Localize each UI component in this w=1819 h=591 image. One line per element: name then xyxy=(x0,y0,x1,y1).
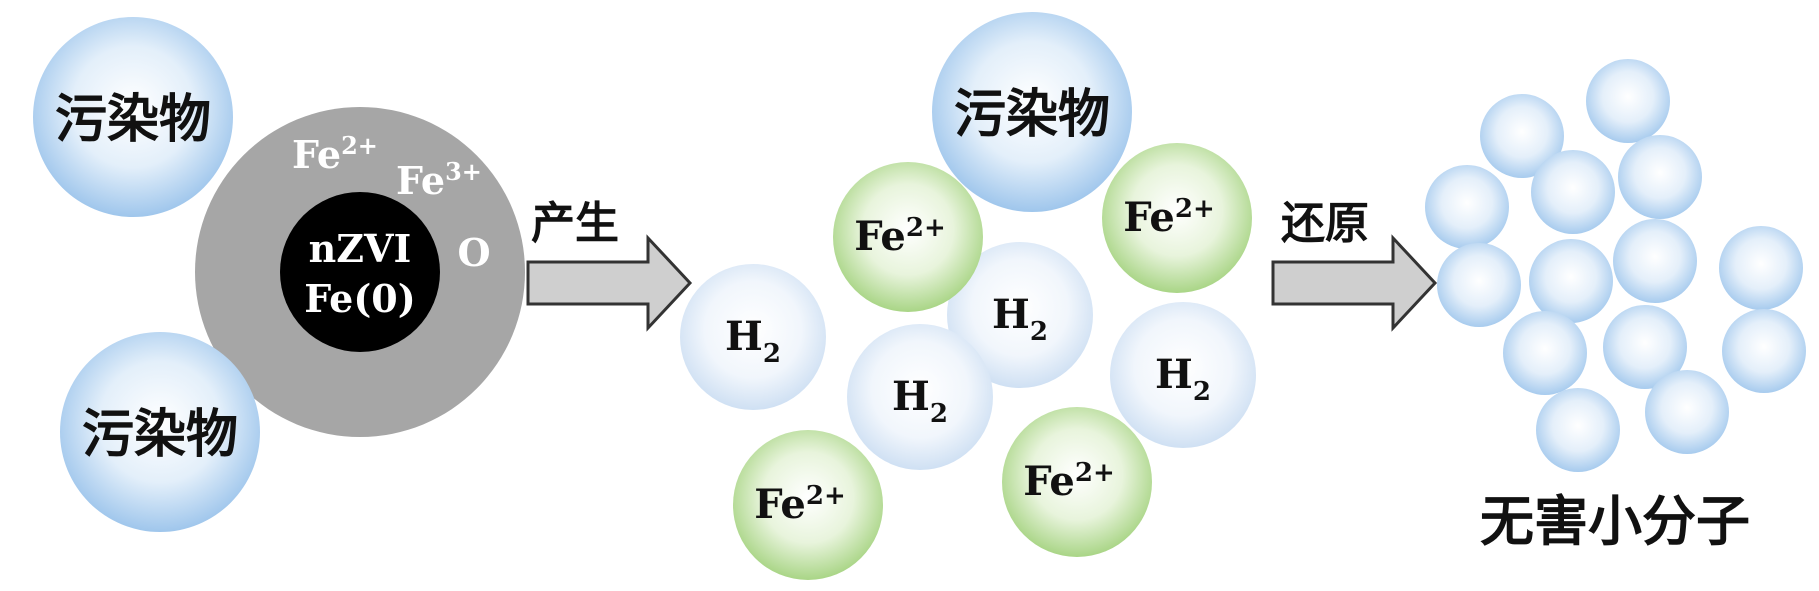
shell-o-label: O xyxy=(457,230,490,275)
fe2-ion: Fe2+ xyxy=(733,430,883,580)
arrow-shape xyxy=(1271,234,1438,332)
pollutant-label: 污染物 xyxy=(82,405,238,465)
svg-text:Fe2+: Fe2+ xyxy=(854,213,946,260)
fe2-ion: Fe2+ xyxy=(833,162,983,312)
middle-cluster: H2 H2 H2 H2 污染物 Fe2+ Fe2+ Fe2+ xyxy=(680,12,1256,580)
arrow-reduce: 还原 xyxy=(1271,198,1438,332)
arrow-label-reduce: 还原 xyxy=(1281,198,1369,249)
svg-text:Fe2+: Fe2+ xyxy=(1023,458,1115,505)
small-molecule xyxy=(1536,388,1620,472)
h2-molecule: H2 xyxy=(1110,302,1256,448)
pollutant-label: 污染物 xyxy=(954,85,1110,145)
small-molecule xyxy=(1503,311,1587,395)
small-molecule xyxy=(1437,243,1521,327)
arrow-shape xyxy=(526,234,693,332)
svg-text:H2: H2 xyxy=(1155,351,1211,407)
iron-core xyxy=(280,192,440,352)
small-molecule xyxy=(1722,309,1806,393)
fe2-ion: Fe2+ xyxy=(1102,143,1252,293)
core-label-fe0: Fe(0) xyxy=(304,276,415,321)
arrow-produce: 产生 xyxy=(526,198,693,332)
pollutant-label: 污染物 xyxy=(55,90,211,150)
nzvi-particle: nZVI Fe(0) Fe2+ Fe3+ O xyxy=(195,107,525,437)
small-molecule xyxy=(1645,370,1729,454)
svg-text:H2: H2 xyxy=(992,291,1048,347)
small-molecule xyxy=(1425,165,1509,249)
small-molecule-cluster: 无害小分子 xyxy=(1425,59,1806,553)
svg-text:Fe2+: Fe2+ xyxy=(1123,194,1215,241)
shell-fe3-label: Fe3+ xyxy=(396,157,482,203)
svg-text:H2: H2 xyxy=(892,373,948,429)
core-label-nzvi: nZVI xyxy=(309,226,412,271)
small-molecule xyxy=(1586,59,1670,143)
small-molecule xyxy=(1618,135,1702,219)
h2-molecule: H2 xyxy=(947,242,1093,388)
pollutant-middle: 污染物 xyxy=(932,12,1132,212)
pollutant-top-left: 污染物 xyxy=(33,17,233,217)
h2-molecule: H2 xyxy=(680,264,826,410)
svg-text:H2: H2 xyxy=(725,313,781,369)
svg-text:Fe2+: Fe2+ xyxy=(754,481,846,528)
small-molecule xyxy=(1529,239,1613,323)
small-molecule xyxy=(1603,305,1687,389)
small-molecule xyxy=(1531,150,1615,234)
small-molecule xyxy=(1719,226,1803,310)
shell-fe2-label: Fe2+ xyxy=(292,131,378,177)
product-label: 无害小分子 xyxy=(1480,490,1750,553)
small-molecule xyxy=(1480,94,1564,178)
fe2-ion: Fe2+ xyxy=(1002,407,1152,557)
h2-molecule: H2 xyxy=(847,324,993,470)
arrow-label-produce: 产生 xyxy=(531,198,619,249)
pollutant-bottom-left: 污染物 xyxy=(60,332,260,532)
small-molecule xyxy=(1613,219,1697,303)
